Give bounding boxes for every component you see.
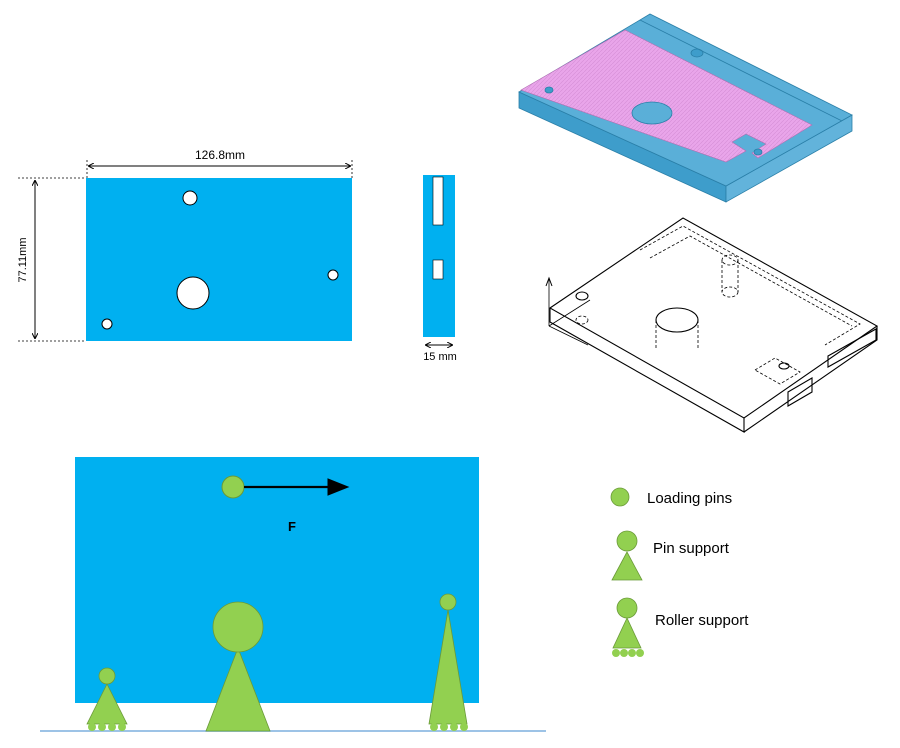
- wire-hole-left: [575, 291, 589, 301]
- loading-pin: [221, 475, 245, 499]
- iso-ridge: [639, 19, 843, 122]
- roller-support-right: [428, 593, 468, 731]
- side-slot-top: [432, 176, 444, 226]
- force-label: F: [288, 519, 296, 534]
- wire-hole-center-bore: [655, 320, 699, 350]
- wire-hidden-lines: [639, 225, 861, 385]
- side-slot-bottom: [432, 259, 444, 280]
- wire-hole-center: [655, 307, 699, 333]
- iso-solid-view: [518, 13, 853, 203]
- wire-axis-indicator: [548, 278, 591, 346]
- height-label: 77.11mm: [17, 237, 29, 282]
- legend-roller-support-icon: [612, 597, 644, 657]
- legend-loading-pins-label: Loading pins: [647, 490, 732, 507]
- wire-hole-right: [778, 362, 790, 370]
- iso-hole-center: [631, 101, 673, 125]
- hole-center: [176, 276, 210, 310]
- legend: Loading pins Pin support Roller support: [610, 487, 749, 657]
- hole-bottom-left: [101, 318, 113, 330]
- thickness-label: 15 mm: [423, 351, 457, 363]
- roller-support-left: [86, 667, 128, 731]
- legend-pin-support-icon: [611, 530, 643, 581]
- legend-roller-support-label: Roller support: [655, 612, 749, 629]
- load-plate: [75, 457, 479, 703]
- front-view-plate: [86, 178, 352, 341]
- side-view: 15 mm: [423, 175, 457, 363]
- wire-slot-right: [827, 328, 877, 368]
- iso-pink-face: [520, 29, 813, 163]
- iso-hole-right: [753, 148, 763, 156]
- wire-hole-left-bottom: [575, 315, 589, 325]
- iso-hole-left: [544, 86, 554, 94]
- pin-support-center: [205, 601, 271, 732]
- load-diagram: F: [40, 457, 546, 732]
- iso-hole-top: [690, 48, 704, 58]
- wire-slot-front: [787, 377, 813, 407]
- width-label: 126.8mm: [195, 148, 245, 162]
- front-view: 126.8mm 77.11mm: [17, 148, 353, 342]
- wire-top-face: [548, 217, 879, 419]
- iso-wireframe-view: [545, 217, 879, 433]
- legend-loading-pin-icon: [610, 487, 630, 507]
- wire-axis-arrow: [545, 276, 553, 287]
- legend-pin-support-label: Pin support: [653, 540, 730, 557]
- wire-front-face: [549, 308, 745, 433]
- hole-top: [182, 190, 198, 206]
- hole-right: [327, 269, 339, 281]
